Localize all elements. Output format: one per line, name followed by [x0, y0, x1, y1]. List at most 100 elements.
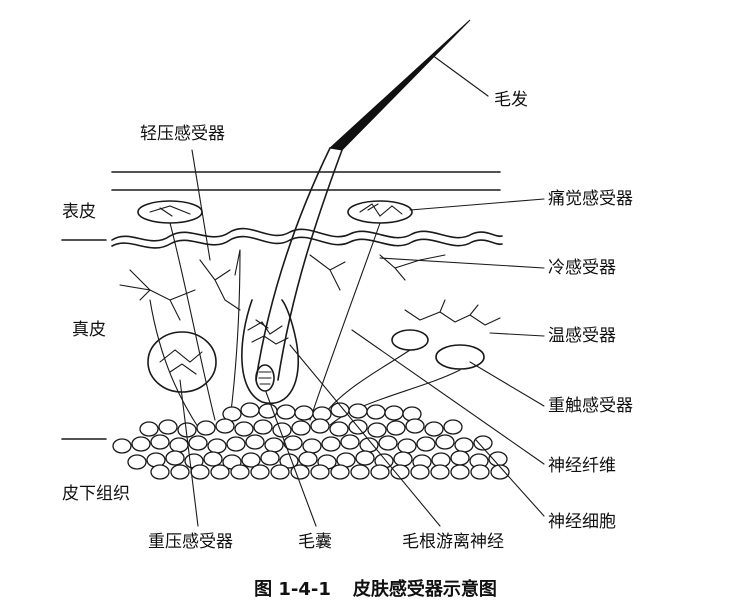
- label-epidermis: 表皮: [62, 202, 96, 222]
- fat-cell: [127, 454, 147, 470]
- fat-cell: [329, 421, 349, 437]
- fat-cell: [234, 421, 254, 437]
- fat-cell: [260, 450, 280, 466]
- fat-cell: [378, 435, 398, 451]
- fat-cell: [112, 438, 132, 454]
- label-cold-receptor: 冷感受器: [548, 258, 616, 278]
- label-dermis: 真皮: [72, 320, 106, 340]
- fat-cell: [240, 402, 260, 418]
- light-pressure-branches: [149, 205, 191, 217]
- fat-cell: [283, 435, 303, 451]
- fat-cell: [473, 435, 493, 451]
- fat-cell: [405, 418, 425, 434]
- nerve-fibers: [149, 222, 461, 431]
- fat-cell: [188, 435, 208, 451]
- fat-cell: [366, 404, 386, 420]
- label-heavy-touch-receptor: 重触感受器: [548, 396, 633, 416]
- fat-cell: [424, 421, 444, 437]
- leader-lines: [179, 54, 545, 527]
- label-nerve-fiber: 神经纤维: [548, 456, 616, 476]
- fat-cell: [276, 404, 296, 420]
- fat-cell: [384, 405, 404, 421]
- fat-cell: [291, 420, 311, 436]
- fat-cell: [258, 403, 278, 419]
- label-hair: 毛发: [494, 90, 528, 110]
- warm-receptor-bulb: [435, 344, 485, 370]
- fat-cell: [158, 419, 178, 435]
- fat-cell: [203, 451, 223, 467]
- fat-cell: [294, 405, 314, 421]
- hair-bulb: [255, 364, 275, 392]
- fat-cell: [367, 422, 387, 438]
- fat-cell: [340, 434, 360, 450]
- fat-cell: [393, 451, 413, 467]
- hair-shaft-outline: [255, 147, 343, 381]
- fat-cell: [350, 464, 370, 480]
- cold-receptor-bulb: [391, 329, 429, 351]
- fat-cell: [355, 450, 375, 466]
- epidermis-dermis-boundary: [111, 227, 503, 242]
- label-hair-follicle: 毛囊: [298, 532, 332, 552]
- fat-cell: [443, 419, 463, 435]
- label-nerve-cell: 神经细胞: [548, 512, 616, 532]
- fat-cell: [190, 464, 210, 480]
- fat-cell: [165, 450, 185, 466]
- fat-cell: [454, 437, 474, 453]
- fat-cell: [170, 464, 190, 480]
- fat-cell: [241, 452, 261, 468]
- fat-cell: [230, 464, 250, 480]
- fat-cell: [397, 438, 417, 454]
- fat-cell: [450, 450, 470, 466]
- fat-cell: [150, 434, 170, 450]
- hair-bulb-texture: [258, 371, 272, 385]
- fat-cell: [370, 464, 390, 480]
- fat-cell: [390, 464, 410, 480]
- epidermis-dermis-boundary-lower: [111, 235, 503, 249]
- skin-surface-lines: [111, 171, 501, 191]
- label-light-pressure-receptor: 轻压感受器: [140, 124, 225, 144]
- free-nerve-endings-right: [309, 254, 446, 291]
- warm-receptor-branches: [404, 299, 501, 326]
- fat-cell: [321, 436, 341, 452]
- fat-cell: [416, 436, 436, 452]
- fat-cell: [150, 464, 170, 480]
- pain-receptor: [347, 200, 413, 224]
- figure-title: 皮肤感受器示意图: [352, 579, 497, 600]
- fat-cell: [310, 418, 330, 434]
- fat-cell: [196, 420, 216, 436]
- fat-cell: [139, 421, 159, 437]
- hair-shaft: [328, 19, 471, 151]
- fat-cell: [348, 403, 368, 419]
- heavy-pressure-branches: [159, 349, 203, 375]
- fat-cell: [250, 464, 270, 480]
- fat-cell: [253, 419, 273, 435]
- label-pain-receptor: 痛觉感受器: [548, 189, 633, 209]
- fat-cell: [490, 464, 510, 480]
- label-warm-receptor: 温感受器: [548, 326, 616, 346]
- fat-cell: [226, 436, 246, 452]
- subcutaneous-fat-cells: [112, 402, 510, 480]
- fat-cell: [410, 464, 430, 480]
- fat-cell: [450, 464, 470, 480]
- fat-cell: [290, 464, 310, 480]
- hair-follicle: [241, 299, 300, 405]
- label-subcutaneous-tissue: 皮下组织: [62, 484, 130, 504]
- fat-cell: [210, 464, 230, 480]
- label-root-free-nerve: 毛根游离神经: [402, 532, 504, 552]
- fat-cell: [298, 451, 318, 467]
- light-pressure-receptor: [137, 200, 203, 224]
- fat-cell: [310, 464, 330, 480]
- pain-receptor-branches: [359, 203, 403, 217]
- fat-cell: [215, 418, 235, 434]
- fat-cell: [270, 464, 290, 480]
- fat-cell: [131, 436, 151, 452]
- fat-cell: [272, 422, 292, 438]
- fat-cell: [264, 437, 284, 453]
- fat-cell: [207, 438, 227, 454]
- root-nerve-net: [247, 319, 289, 345]
- fat-cell: [386, 420, 406, 436]
- free-nerve-endings-left: [119, 249, 241, 321]
